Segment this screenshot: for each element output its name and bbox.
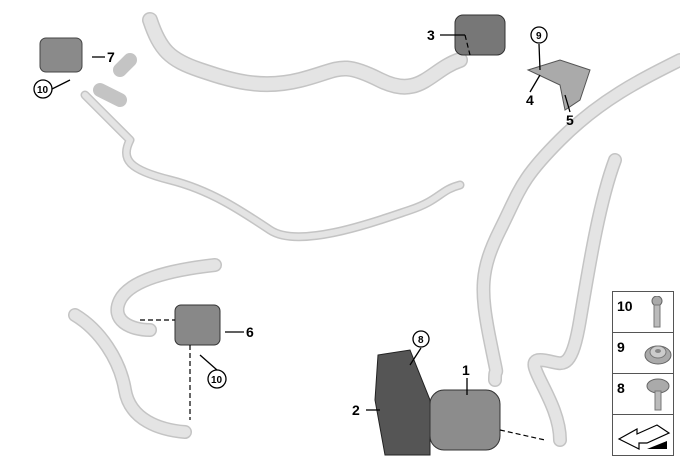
legend-number: 8	[617, 380, 625, 396]
callout-4: 4	[526, 92, 534, 108]
callout-7: 7	[107, 49, 115, 65]
legend-number: 10	[617, 298, 633, 314]
legend-item-9: 9	[613, 333, 673, 374]
callout-10-bottom: 10	[211, 375, 223, 386]
legend-number: 9	[617, 339, 625, 355]
callout-1: 1	[462, 362, 470, 378]
leader-lines	[51, 34, 571, 441]
bracket-part-5	[526, 59, 591, 111]
fastener-legend: 10 9 8	[612, 291, 674, 456]
callout-3: 3	[427, 27, 435, 43]
hoses	[68, 12, 680, 447]
flange-nut-icon	[644, 345, 672, 365]
callout-labels: 1 2 3 4 5 6 7 8 9 10 10	[33, 26, 574, 418]
callout-2: 2	[352, 402, 360, 418]
callout-6: 6	[246, 324, 254, 340]
pump-part-1	[429, 389, 501, 451]
valve-part-6	[174, 304, 221, 346]
screw-icon	[651, 296, 663, 328]
collar-screw-icon	[646, 378, 670, 411]
bracket-part-2	[374, 349, 431, 456]
legend-item-8: 8	[613, 374, 673, 415]
callout-10-top: 10	[37, 85, 49, 96]
callout-5: 5	[566, 112, 574, 128]
legend-item-10: 10	[613, 292, 673, 333]
arrow-icon	[617, 424, 671, 450]
callout-9: 9	[536, 31, 542, 42]
callout-8: 8	[418, 335, 424, 346]
legend-footer	[613, 415, 673, 455]
valve-part-7	[39, 37, 83, 73]
